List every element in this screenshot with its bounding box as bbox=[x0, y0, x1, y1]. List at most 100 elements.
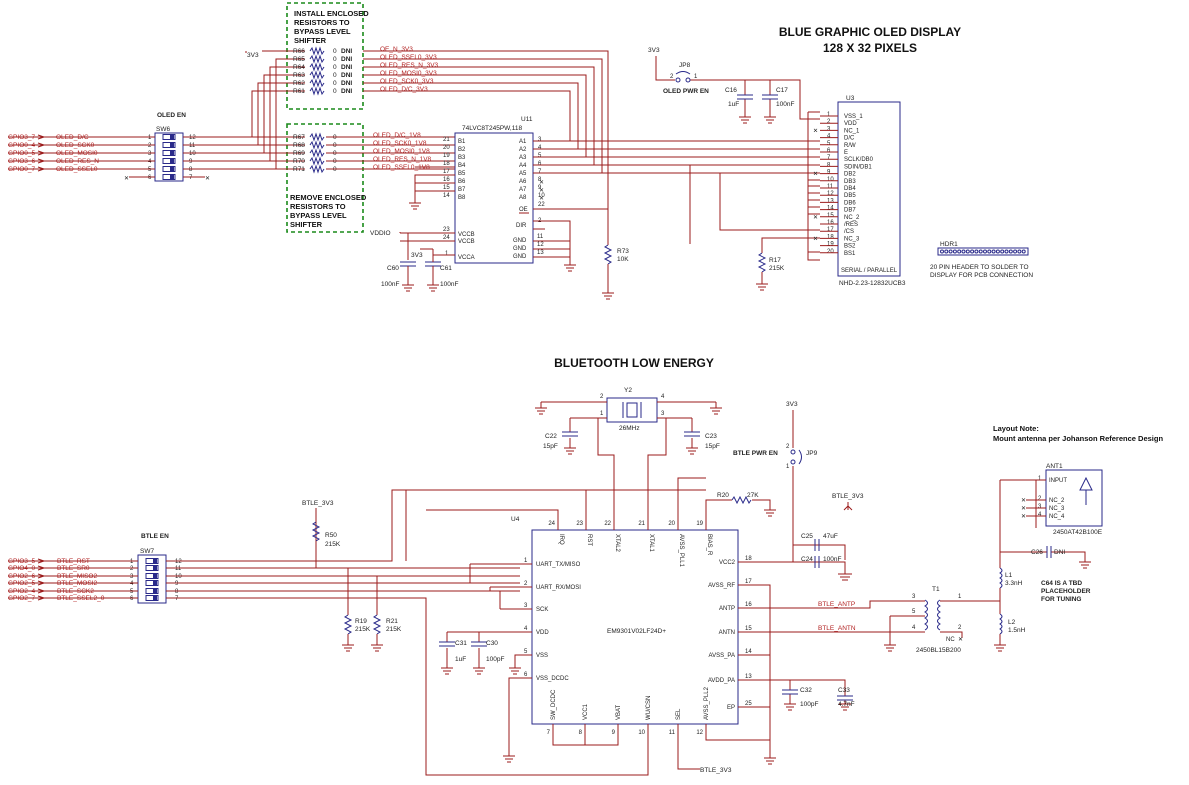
jp8-ref: JP8 bbox=[679, 62, 691, 69]
sw7-left-pin-number: 4 bbox=[130, 581, 134, 587]
u11-b-pin-number: 21 bbox=[443, 137, 450, 143]
hdr1-pin bbox=[957, 249, 962, 254]
dni-resistor-dni: DNI bbox=[341, 48, 352, 55]
r20-resistor bbox=[705, 495, 776, 525]
dni-supply-3v3: 3V3 bbox=[247, 52, 259, 59]
u4-bottom-pin-number: 9 bbox=[612, 730, 616, 736]
u11-power-wires bbox=[399, 166, 609, 272]
c23-val: 15pF bbox=[705, 443, 720, 450]
u3-pin-number: 14 bbox=[827, 206, 834, 212]
r17-ref: R17 bbox=[769, 257, 781, 264]
dni-resistor-ref: R65 bbox=[293, 56, 305, 63]
u11-b-pin-number: 16 bbox=[443, 177, 450, 183]
sw6-right-pin-number: 12 bbox=[189, 135, 196, 141]
u4-top-pin-name: BIAS_R bbox=[706, 534, 712, 556]
c17-val: 100nF bbox=[776, 101, 794, 108]
u4-part: EM9301V02LF24D+ bbox=[607, 628, 666, 635]
dni-net-label: OLED_D/C_3V3 bbox=[380, 86, 428, 93]
sw6-nc-right: ✕ bbox=[205, 176, 210, 182]
sw7-toggle bbox=[153, 596, 157, 600]
r20-ref: R20 bbox=[717, 492, 729, 499]
dni-resistor-symbol bbox=[309, 54, 325, 64]
sw7-right-pin-number: 10 bbox=[175, 574, 182, 580]
u3-pin-number: 6 bbox=[827, 148, 831, 154]
u4-right-pin-number: 15 bbox=[745, 626, 752, 632]
sw7-toggle bbox=[153, 581, 157, 585]
u3-nc-mark: ✕ bbox=[813, 128, 818, 134]
c22-val: 15pF bbox=[543, 443, 558, 450]
u3-pin-name: /RES bbox=[844, 222, 858, 228]
sw6-slots bbox=[162, 134, 176, 180]
u4-right-pin-number: 13 bbox=[745, 674, 752, 680]
u4-right-pin-number: 14 bbox=[745, 649, 752, 655]
dni-resistor-dni: DNI bbox=[341, 64, 352, 71]
hdr1-pin bbox=[995, 249, 1000, 254]
y2-freq: 26MHz bbox=[619, 425, 640, 432]
u3-nc-mark: ✕ bbox=[813, 172, 818, 178]
sw7-slot bbox=[145, 573, 159, 579]
u11-b-pin-name: B4 bbox=[458, 163, 466, 169]
u3-pin-name: SDIN/DB1 bbox=[844, 164, 872, 170]
u4-top-pin-name: XTAL1 bbox=[648, 534, 654, 553]
sw6-left-pin-number: 2 bbox=[148, 143, 152, 149]
sw6-left-pin-number: 3 bbox=[148, 151, 152, 157]
u3-pin-name: VSS_1 bbox=[844, 114, 863, 120]
u4-top-pin-number: 24 bbox=[548, 521, 555, 527]
u3-pin-name: DB4 bbox=[844, 186, 856, 192]
u4-bottom-pin-number: 11 bbox=[669, 730, 676, 736]
c23-ref: C23 bbox=[705, 433, 717, 440]
sw6-right-pin-number: 11 bbox=[189, 143, 196, 149]
dni-resistor-ref: R63 bbox=[293, 72, 305, 79]
dni-resistor-value: 0 bbox=[333, 64, 337, 71]
sw6-dip-switch bbox=[154, 132, 184, 182]
hdr1-pin bbox=[1004, 249, 1009, 254]
r17-val: 215K bbox=[769, 265, 785, 272]
hdr1-pin bbox=[1008, 249, 1013, 254]
sw6-ref: SW6 bbox=[156, 126, 170, 133]
ant1-input-wire bbox=[999, 479, 1046, 528]
ant1-nc-mark: ✕ bbox=[1021, 514, 1026, 520]
shift-net-label: OLED_MOSI0_1V8 bbox=[373, 148, 430, 155]
u4-right-pin-number: 25 bbox=[745, 701, 752, 707]
hdr1-pin bbox=[940, 249, 944, 254]
r19-val: 215K bbox=[355, 626, 371, 633]
t1-balun bbox=[884, 599, 1000, 652]
u3-pin-number: 11 bbox=[827, 184, 834, 190]
u4-bottom-pin-number: 12 bbox=[696, 730, 703, 736]
jp8-label: OLED PWR EN bbox=[663, 88, 709, 95]
u11-nc-mark: ✕ bbox=[539, 180, 544, 186]
sw6-right-pin-number: 10 bbox=[189, 151, 196, 157]
u4-right-pin-name: AVDD_PA bbox=[708, 678, 735, 684]
c33-val: 4.7nF bbox=[838, 701, 855, 708]
shift-resistor-ref: R71 bbox=[293, 166, 305, 173]
hdr1-pin bbox=[1000, 249, 1005, 254]
jp9-supply: 3V3 bbox=[786, 401, 798, 408]
u11-b-pin-number: 15 bbox=[443, 185, 450, 191]
u4-bottom-pin-number: 7 bbox=[547, 730, 551, 736]
sw6-left-pin-number: 1 bbox=[148, 135, 152, 141]
u11-vccb-num-2: 24 bbox=[443, 235, 450, 241]
u11-level-shifter bbox=[454, 132, 534, 264]
u4-bottom-pin-name: WU/CSN bbox=[646, 696, 652, 720]
u11-ref: U11 bbox=[521, 116, 533, 123]
t1-pin4: 4 bbox=[912, 625, 916, 631]
sw6-right-pin-number: 8 bbox=[189, 167, 193, 173]
t1-pin5: 5 bbox=[912, 609, 916, 615]
u4-right-pin-number: 17 bbox=[745, 579, 752, 585]
u3-pin-number: 9 bbox=[827, 170, 831, 176]
y2-pin3: 3 bbox=[661, 411, 665, 417]
r19-ref: R19 bbox=[355, 618, 367, 625]
dni-net-label: OLED_SCK0_3V3 bbox=[380, 78, 434, 85]
u11-b-pin-name: B2 bbox=[458, 147, 466, 153]
c26-ref: C26 bbox=[1031, 549, 1043, 556]
u11-gnd-num-1: 11 bbox=[537, 234, 544, 240]
u4-right-pin-name: AVSS_PA bbox=[709, 653, 735, 659]
l2-val: 1.5nH bbox=[1008, 627, 1026, 634]
u3-pin-number: 18 bbox=[827, 234, 834, 240]
u11-oe-label: OE bbox=[519, 207, 528, 213]
hdr1-pin bbox=[944, 249, 949, 254]
c16-val: 1uF bbox=[728, 101, 739, 108]
